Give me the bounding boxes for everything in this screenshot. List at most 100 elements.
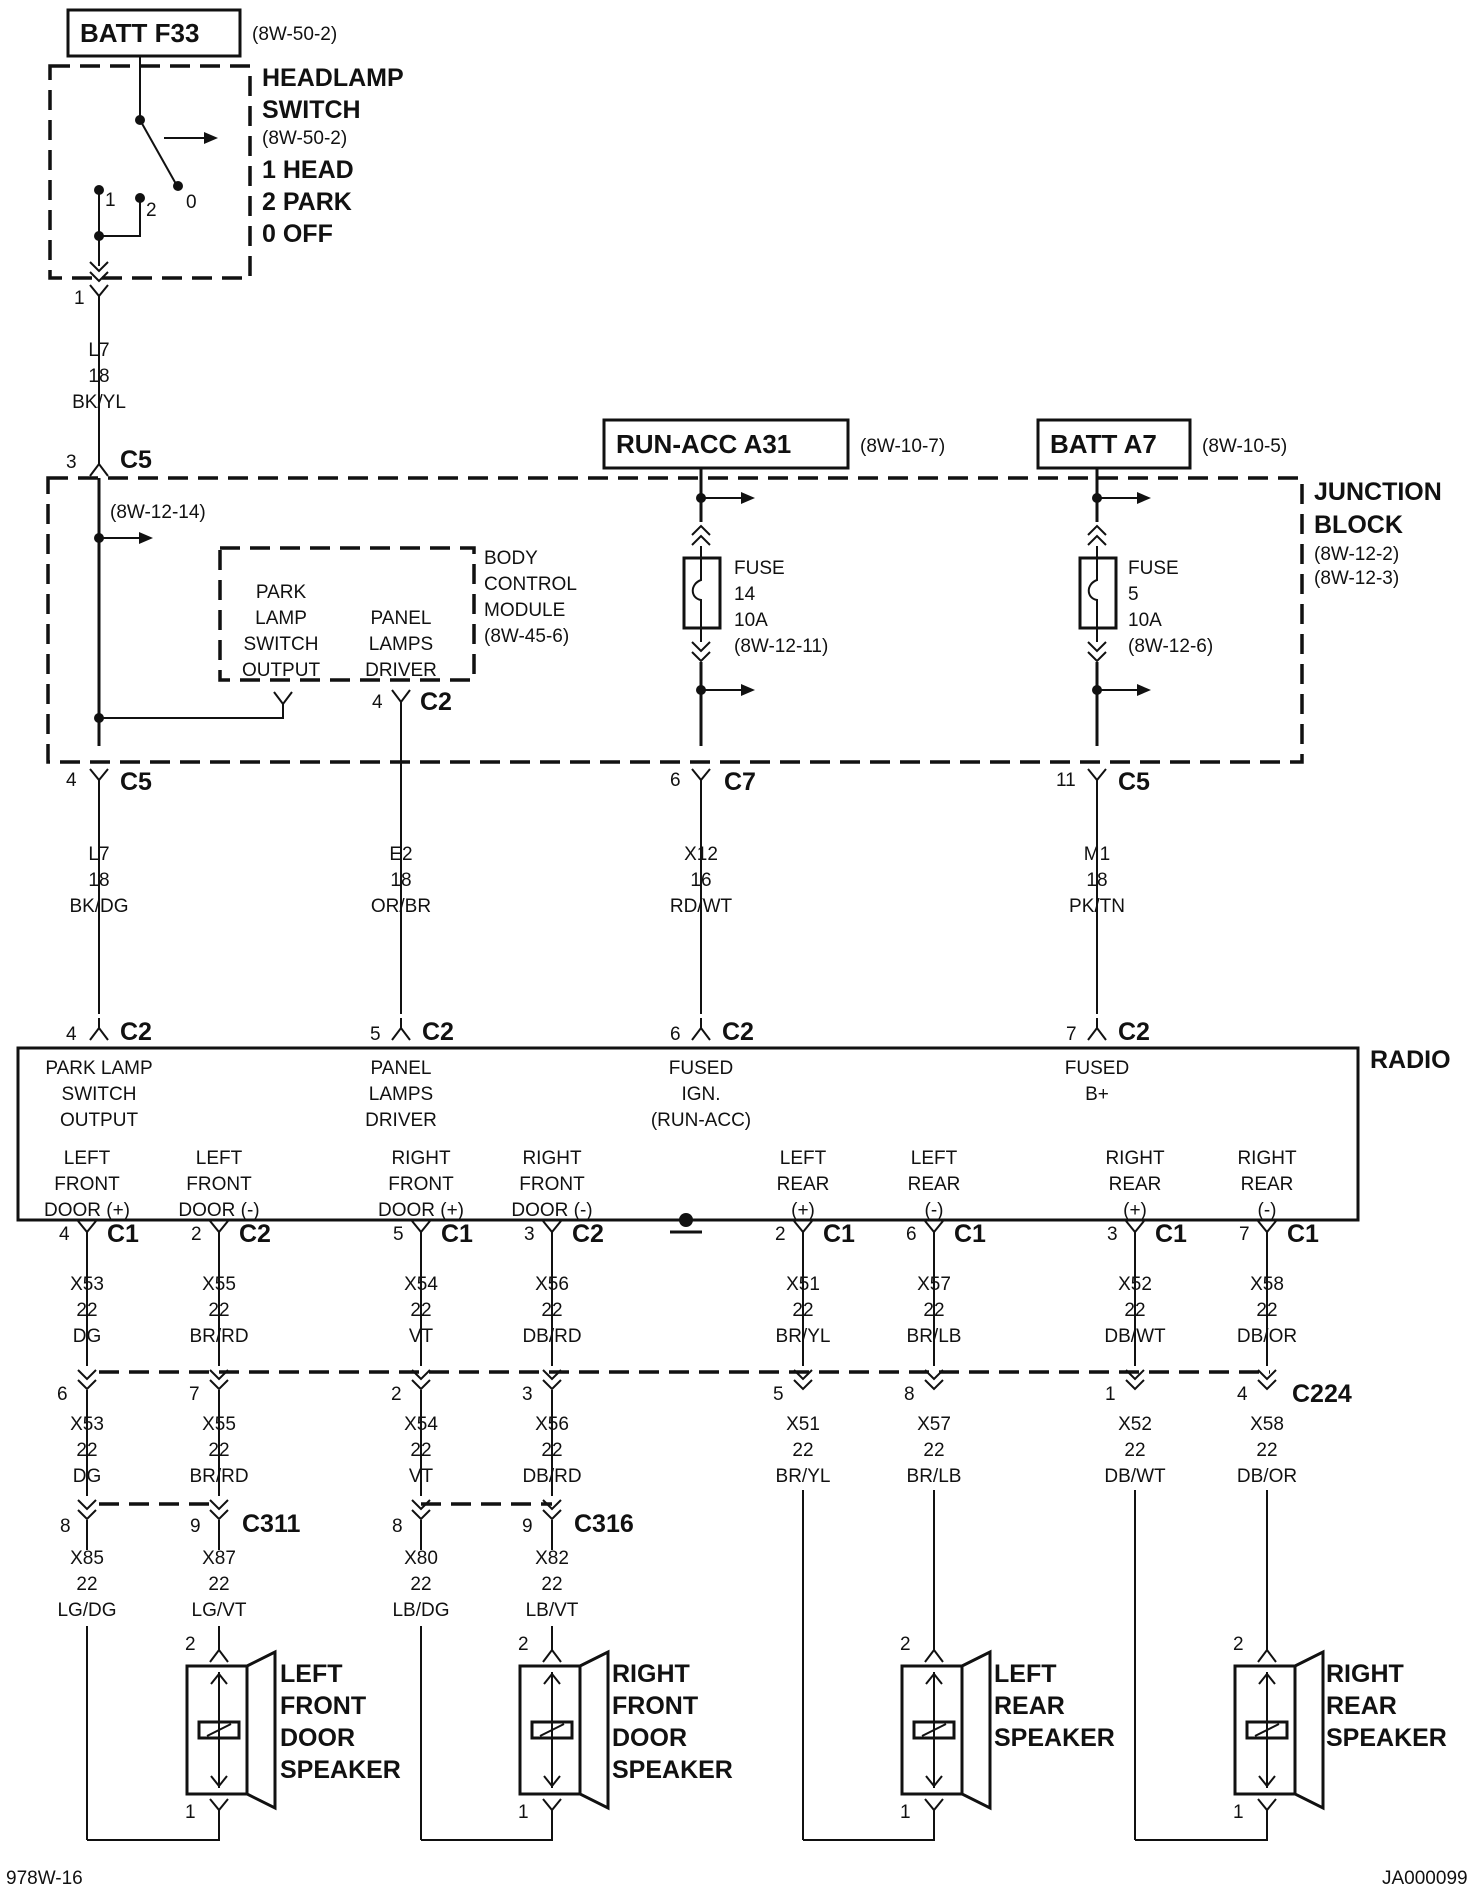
- svg-text:10A: 10A: [734, 610, 768, 631]
- svg-text:FRONT: FRONT: [388, 1174, 454, 1195]
- wire-label: 22: [792, 1300, 813, 1321]
- svg-text:BK/DG: BK/DG: [69, 896, 128, 917]
- svg-text:DOOR: DOOR: [612, 1724, 687, 1752]
- svg-text:FRONT: FRONT: [280, 1692, 366, 1720]
- headlamp-switch-title-2: SWITCH: [262, 96, 361, 124]
- run-acc-a31-box: [602, 418, 850, 470]
- radio-speaker-output-labels: LEFT FRONT DOOR (+) LEFT FRONT DOOR (-) …: [44, 1148, 1297, 1221]
- footer-left: 978W-16: [6, 1868, 83, 1889]
- svg-text:PANEL: PANEL: [371, 1058, 432, 1079]
- speaker-pin: 2: [900, 1634, 911, 1655]
- junction-block-title-1: JUNCTION: [1314, 478, 1442, 506]
- speaker-pin: 1: [518, 1802, 529, 1823]
- batt-f33-label: BATT F33: [80, 18, 199, 48]
- svg-text:DOOR (+): DOOR (+): [378, 1200, 464, 1221]
- svg-text:REAR: REAR: [908, 1174, 961, 1195]
- speaker-3: 21: [1135, 1634, 1325, 1841]
- svg-text:4: 4: [66, 770, 77, 791]
- wire-label: BR/RD: [189, 1326, 248, 1347]
- svg-text:18: 18: [88, 870, 109, 891]
- radio-connector: [411, 1220, 431, 1245]
- speaker-coil-mark: [921, 1723, 947, 1737]
- svg-text:MODULE: MODULE: [484, 600, 565, 621]
- speaker-return-wire: [87, 1822, 220, 1841]
- wire-label-lower: X58: [1250, 1414, 1284, 1435]
- svg-text:REAR: REAR: [994, 1692, 1065, 1720]
- speaker-coil-icon: [530, 1720, 574, 1740]
- svg-text:5: 5: [370, 1024, 381, 1045]
- c311-label: C311: [242, 1510, 300, 1538]
- svg-text:(-): (-): [1258, 1200, 1277, 1221]
- c224-pin: 2: [391, 1384, 402, 1405]
- door-wire-labels: X85 22 LG/DG X87 22 LG/VT X80 22 LB/DG X…: [57, 1548, 578, 1621]
- radio-connector-name: C1: [1155, 1220, 1187, 1248]
- headlamp-switch-pos2: 2 PARK: [262, 188, 352, 216]
- svg-text:X80: X80: [404, 1548, 438, 1569]
- svg-text:PANEL: PANEL: [371, 608, 432, 629]
- speaker-coil-icon: [912, 1720, 956, 1740]
- svg-text:LEFT: LEFT: [280, 1660, 343, 1688]
- svg-text:DOOR (-): DOOR (-): [178, 1200, 259, 1221]
- svg-text:RIGHT: RIGHT: [522, 1148, 582, 1169]
- svg-text:18: 18: [390, 870, 411, 891]
- svg-text:OR/BR: OR/BR: [371, 896, 431, 917]
- footer-right: JA000099: [1382, 1868, 1468, 1889]
- svg-text:7: 7: [1066, 1024, 1077, 1045]
- svg-text:22: 22: [410, 1574, 431, 1595]
- speaker-2: 21: [803, 1634, 992, 1841]
- svg-text:X82: X82: [535, 1548, 569, 1569]
- speaker-coil-icon: [1245, 1720, 1289, 1740]
- c224-pin: 7: [189, 1384, 200, 1405]
- svg-text:1: 1: [105, 190, 116, 211]
- c224-pin: 6: [57, 1384, 68, 1405]
- switch-blade: [139, 119, 177, 185]
- svg-text:FRONT: FRONT: [612, 1692, 698, 1720]
- speaker-pin: 1: [1233, 1802, 1244, 1823]
- speaker-cone-icon: [1293, 1649, 1325, 1811]
- wire-label-lower: DB/WT: [1104, 1466, 1166, 1487]
- svg-text:X12: X12: [684, 844, 718, 865]
- svg-text:FUSE: FUSE: [734, 558, 785, 579]
- svg-text:4: 4: [372, 692, 383, 713]
- radio-pin: 2: [775, 1224, 786, 1245]
- batt-a7-label: BATT A7: [1050, 429, 1157, 459]
- svg-text:M1: M1: [1084, 844, 1110, 865]
- svg-text:OUTPUT: OUTPUT: [242, 660, 321, 681]
- svg-text:18: 18: [1086, 870, 1107, 891]
- speaker-arrow: [543, 1672, 561, 1685]
- speaker-arrow: [925, 1672, 943, 1685]
- speaker-pin: 2: [518, 1634, 529, 1655]
- svg-text:C2: C2: [120, 1018, 152, 1046]
- wire-label: DB/OR: [1237, 1326, 1297, 1347]
- wire-label: 22: [1256, 1300, 1277, 1321]
- svg-text:11: 11: [1056, 770, 1076, 791]
- svg-text:8: 8: [392, 1516, 403, 1537]
- radio-connector: [542, 1220, 562, 1245]
- wire-label: X56: [535, 1274, 569, 1295]
- c224-pin: 1: [1105, 1384, 1116, 1405]
- headlamp-switch-pos1: 1 HEAD: [262, 156, 354, 184]
- headlamp-switch-pos0: 0 OFF: [262, 220, 333, 248]
- radio-connector-name: C1: [954, 1220, 986, 1248]
- speaker-cone-icon: [960, 1649, 992, 1811]
- wire-label: 22: [76, 1300, 97, 1321]
- svg-text:(+): (+): [1123, 1200, 1147, 1221]
- radio-connector: [793, 1220, 813, 1245]
- svg-text:22: 22: [76, 1574, 97, 1595]
- svg-text:LEFT: LEFT: [994, 1660, 1057, 1688]
- speaker-connector-top: [209, 1639, 229, 1663]
- svg-text:(8W-10-7): (8W-10-7): [860, 436, 945, 457]
- wire-label: 22: [541, 1300, 562, 1321]
- svg-text:(8W-12-6): (8W-12-6): [1128, 636, 1213, 657]
- radio-title: RADIO: [1370, 1046, 1451, 1074]
- wire-label-lower: BR/LB: [907, 1466, 962, 1487]
- wire-label: X58: [1250, 1274, 1284, 1295]
- radio-input-labels: PARK LAMP SWITCH OUTPUT PANEL LAMPS DRIV…: [45, 1058, 1129, 1131]
- speaker-pin: 2: [185, 1634, 196, 1655]
- c224-pin: 4: [1237, 1384, 1248, 1405]
- svg-text:FUSED: FUSED: [669, 1058, 733, 1079]
